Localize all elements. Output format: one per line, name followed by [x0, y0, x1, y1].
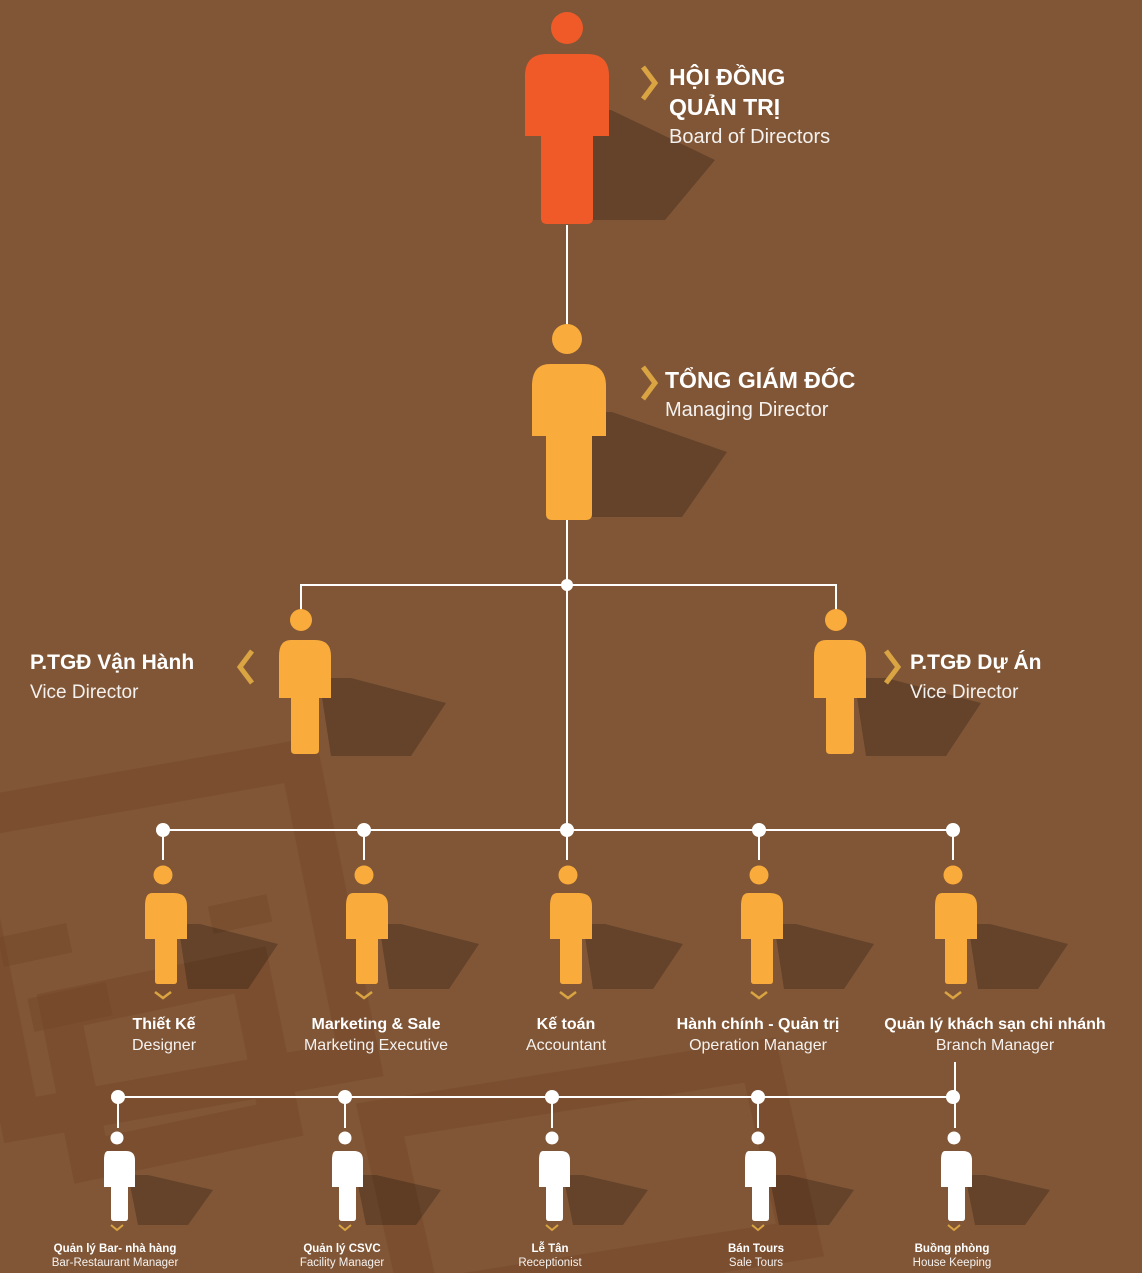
staff-title: Quản lý CSVC [303, 1243, 381, 1255]
chevron-right-icon [641, 65, 659, 101]
vice-project-title: P.TGĐ Dự Án [910, 651, 1042, 674]
vice-ops-title: P.TGĐ Vận Hành [30, 651, 195, 674]
dept-label: Marketing & Sale Marketing Executive [304, 1014, 448, 1056]
staff-subtitle: Bar-Restaurant Manager [51, 1257, 179, 1269]
staff-subtitle: House Keeping [912, 1257, 992, 1269]
staff-subtitle: Receptionist [518, 1257, 582, 1269]
vice-ops-label: P.TGĐ Vận Hành Vice Director [30, 648, 194, 708]
managing-director-person-icon [532, 324, 727, 520]
dept-branch-person-icon [935, 865, 1068, 1000]
dept-title: Thiết Kế [132, 1016, 196, 1033]
dept-accountant-person-icon [550, 865, 683, 1000]
staff-label: Quản lý Bar- nhà hàng Bar-Restaurant Man… [52, 1242, 179, 1270]
dept-subtitle: Operation Manager [689, 1037, 827, 1054]
staff-title: Lễ Tân [531, 1243, 569, 1255]
staff-label: Quản lý CSVC Facility Manager [300, 1242, 384, 1270]
staff-housekeeping-person-icon [941, 1131, 1050, 1232]
dept-marketing-person-icon [346, 865, 479, 1000]
chevron-left-icon [236, 649, 254, 685]
staff-tours-person-icon [745, 1131, 854, 1232]
vice-ops-subtitle: Vice Director [30, 682, 139, 703]
dept-title: Hành chính - Quản trị [676, 1016, 840, 1033]
dept-subtitle: Accountant [525, 1037, 607, 1054]
dept-subtitle: Designer [131, 1037, 197, 1054]
vice-project-subtitle: Vice Director [910, 682, 1019, 703]
dept-operation-person-icon [741, 865, 874, 1000]
vice-project-person-icon [814, 609, 981, 756]
dept-designer-person-icon [145, 865, 278, 1000]
board-person-icon [525, 12, 715, 224]
staff-subtitle: Facility Manager [299, 1257, 385, 1269]
chevron-right-icon [641, 365, 659, 401]
staff-facility-person-icon [332, 1131, 441, 1232]
vice-project-label: P.TGĐ Dự Án Vice Director [910, 648, 1042, 708]
staff-label: Bán Tours Sale Tours [728, 1242, 784, 1270]
dept-subtitle: Branch Manager [935, 1037, 1055, 1054]
staff-title: Bán Tours [727, 1243, 785, 1255]
vice-ops-person-icon [279, 609, 446, 756]
staff-receptionist-person-icon [539, 1131, 648, 1232]
chevron-right-icon [884, 649, 902, 685]
dept-label: Thiết Kế Designer [132, 1014, 196, 1056]
managing-director-subtitle: Managing Director [665, 399, 829, 421]
managing-director-title: TỔNG GIÁM ĐỐC [665, 367, 856, 393]
staff-bar-person-icon [104, 1131, 213, 1232]
managing-director-label: TỔNG GIÁM ĐỐC Managing Director [665, 365, 855, 425]
dept-title: Kế toán [536, 1016, 596, 1033]
dept-subtitle: Marketing Executive [303, 1037, 449, 1054]
staff-title: Buồng phòng [914, 1243, 990, 1255]
board-subtitle: Board of Directors [669, 126, 831, 148]
dept-label: Hành chính - Quản trị Operation Manager [677, 1014, 840, 1056]
staff-subtitle: Sale Tours [728, 1257, 784, 1269]
staff-title: Quản lý Bar- nhà hàng [53, 1243, 177, 1255]
staff-label: Buồng phòng House Keeping [913, 1242, 992, 1270]
board-title-line1: HỘI ĐỒNG [669, 64, 786, 90]
dept-label: Quản lý khách sạn chi nhánh Branch Manag… [884, 1014, 1105, 1056]
board-label: HỘI ĐỒNG QUẢN TRỊ Board of Directors [669, 62, 830, 152]
dept-label: Kế toán Accountant [526, 1014, 606, 1056]
board-title-line2: QUẢN TRỊ [669, 94, 781, 120]
dept-title: Marketing & Sale [311, 1016, 441, 1033]
dept-title: Quản lý khách sạn chi nhánh [884, 1016, 1106, 1033]
staff-label: Lễ Tân Receptionist [518, 1242, 581, 1270]
